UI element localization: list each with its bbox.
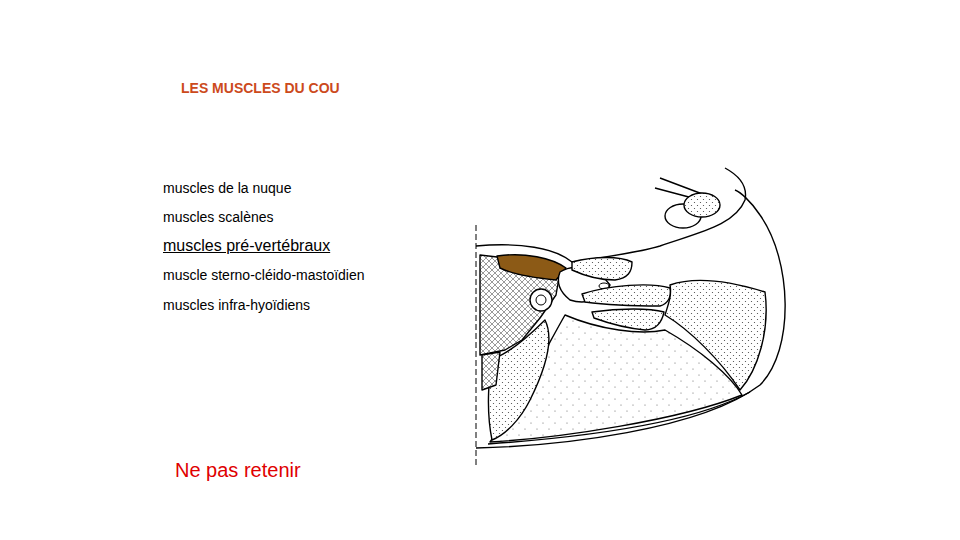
trapezius-fascia — [488, 392, 750, 444]
list-item: muscles scalènes — [163, 209, 274, 226]
fascia-line — [476, 168, 746, 262]
slide-title: LES MUSCLES DU COU — [181, 80, 340, 97]
midline — [476, 225, 477, 468]
spinal-cord — [536, 295, 546, 305]
spinal-canal — [530, 289, 552, 311]
prevertebral-muscle — [497, 255, 566, 280]
scalene-muscle — [582, 285, 671, 306]
note: Ne pas retenir — [175, 458, 301, 482]
semispinalis-muscle — [488, 320, 549, 440]
scalene-muscle — [572, 258, 632, 281]
highlighted-list-item: muscles pré-vertébraux — [163, 236, 330, 255]
spinous-process — [482, 352, 500, 390]
list-item: muscles infra-hyoïdiens — [163, 297, 310, 314]
skin-contour — [476, 190, 785, 448]
list-item: muscle sterno-cléido-mastoïdien — [163, 267, 365, 284]
list-item: muscles de la nuque — [163, 180, 291, 197]
sternocleidomastoid-muscle — [684, 193, 720, 217]
